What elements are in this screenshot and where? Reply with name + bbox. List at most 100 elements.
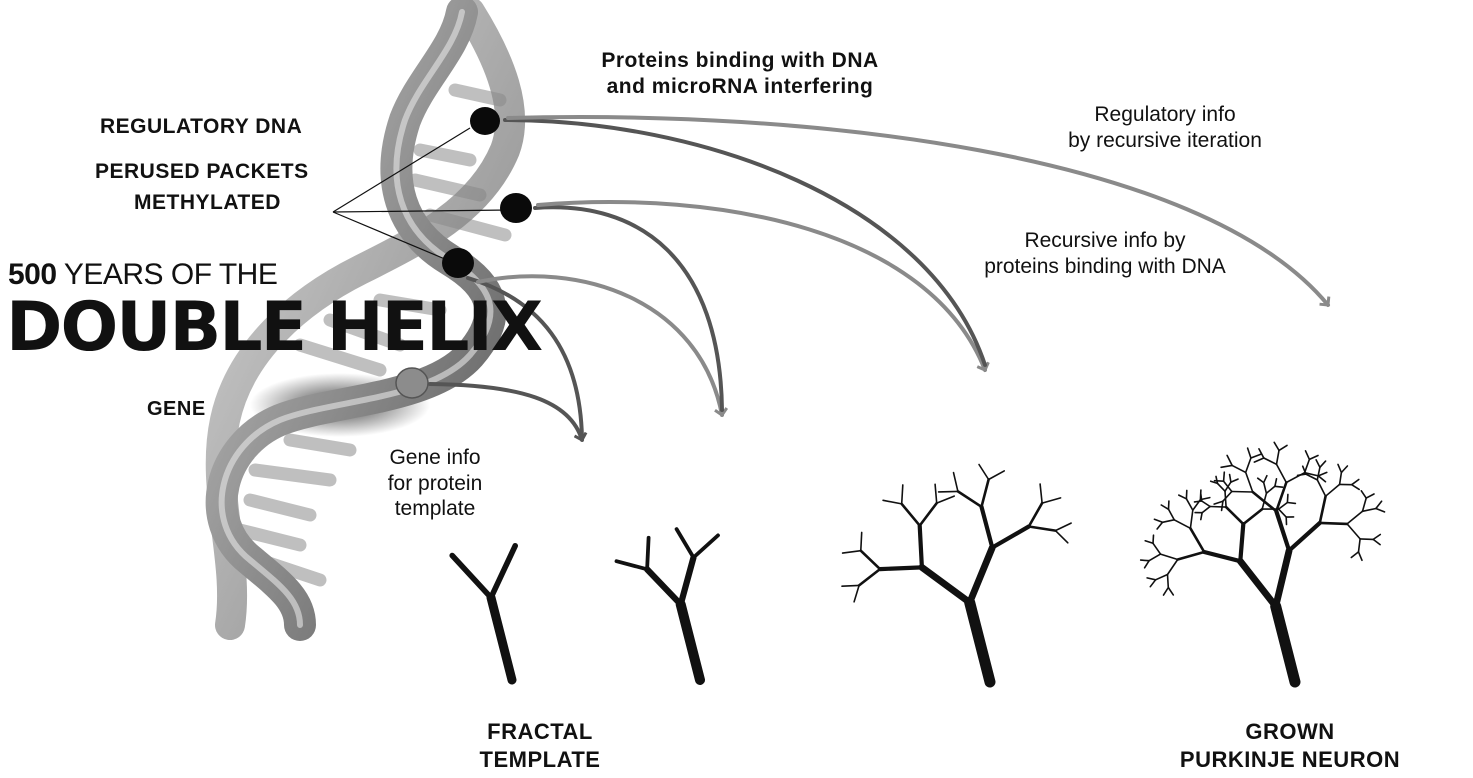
tree-branch — [1226, 507, 1243, 524]
tree-branch — [1276, 606, 1295, 682]
tree-branch — [1341, 466, 1347, 473]
tree-branch — [1178, 552, 1205, 560]
tree-branch — [1190, 528, 1204, 552]
tree-branch — [1347, 511, 1362, 524]
tree-branch — [1186, 499, 1192, 510]
tree-branch — [1363, 498, 1367, 511]
grown-purkinje-neuron-tree — [1141, 442, 1385, 682]
tree-branch — [1359, 539, 1361, 552]
tree-branch — [677, 529, 694, 557]
tree-branch — [1222, 501, 1223, 510]
fractal-tree-level-3 — [842, 465, 1071, 683]
tree-branch — [1275, 479, 1277, 487]
label-proteins-binding: Proteins binding with DNA and microRNA i… — [560, 48, 920, 101]
tree-branch — [1277, 464, 1287, 482]
tree-branch — [954, 473, 958, 492]
tree-branch — [491, 598, 512, 680]
regulatory-dna-marker — [470, 107, 500, 135]
tree-branch — [1259, 449, 1264, 458]
methylated-marker-lower — [442, 248, 474, 278]
tree-branch — [1169, 509, 1175, 520]
tree-branch — [1376, 509, 1385, 512]
tree-branch — [1246, 458, 1251, 472]
tree-branch — [1227, 455, 1232, 465]
title-main: DOUBLE HELIX — [6, 288, 541, 367]
tree-branch — [1204, 552, 1240, 561]
tree-branch — [1251, 454, 1261, 458]
arrow-gene-to-fractal — [430, 384, 582, 440]
tree-branch — [861, 551, 880, 569]
tree-branch — [1240, 561, 1275, 606]
tree-branch — [1318, 476, 1325, 482]
tree-branch — [1210, 507, 1226, 508]
tree-branch — [1376, 501, 1382, 508]
tree-branch — [1320, 523, 1347, 524]
tree-branch — [1179, 495, 1187, 499]
tree-branch — [843, 551, 861, 553]
tree-branch — [681, 558, 694, 605]
tree-branch — [854, 585, 859, 601]
tree-branch — [935, 484, 937, 503]
tree-branch — [1340, 473, 1342, 485]
label-gene-info-line3: template — [360, 496, 510, 522]
tree-branch — [694, 535, 719, 557]
title-rest: YEARS OF THE — [57, 258, 278, 291]
label-recursive-info-line1: Recursive info by — [955, 228, 1255, 254]
tree-branch — [970, 548, 993, 603]
label-fractal-template: FRACTAL TEMPLATE — [450, 718, 630, 773]
tree-branch — [1266, 486, 1275, 493]
tree-branch — [1218, 483, 1226, 491]
tree-branch — [1243, 509, 1262, 524]
tree-branch — [1289, 523, 1320, 551]
tree-branch — [1153, 543, 1161, 554]
tree-branch — [1287, 503, 1295, 504]
tree-branch — [1214, 501, 1223, 504]
tree-branch — [902, 504, 920, 526]
tree-branch — [1326, 484, 1340, 496]
tree-branch — [1316, 460, 1320, 468]
tree-branch — [861, 532, 862, 550]
tree-branch — [1153, 535, 1154, 543]
tree-branch — [1274, 442, 1279, 450]
tree-branch — [1298, 474, 1306, 475]
tree-branch — [1202, 501, 1210, 507]
tree-branch — [1317, 480, 1325, 496]
tree-branch — [1042, 498, 1061, 503]
tree-branch — [1373, 535, 1380, 540]
tree-branch — [922, 567, 970, 602]
tree-branch — [842, 585, 859, 586]
tree-branch — [1352, 480, 1359, 485]
tree-branch — [1246, 472, 1253, 492]
arrow-node2-to-tree2 — [535, 207, 722, 410]
tree-branch — [1163, 520, 1175, 523]
tree-branch — [1156, 575, 1168, 580]
tree-branch — [1240, 524, 1243, 561]
title-number: 500 — [8, 258, 57, 291]
tree-branch — [1347, 524, 1360, 539]
tree-branch — [989, 471, 1005, 480]
tree-branch — [1145, 541, 1153, 544]
tree-branch — [1195, 501, 1202, 502]
tree-branch — [958, 491, 982, 506]
tree-branch — [1264, 476, 1267, 483]
label-grown-line2: PURKINJE NEURON — [1150, 746, 1430, 774]
tree-branch — [1174, 520, 1190, 529]
tree-branch — [1318, 472, 1327, 476]
tree-branch — [1338, 464, 1341, 472]
label-proteins-binding-line1: Proteins binding with DNA — [560, 48, 920, 74]
tree-branch — [1351, 552, 1358, 558]
helix-rung — [255, 470, 330, 480]
title-subline: 500 YEARS OF THE — [8, 258, 277, 292]
tree-branch — [1276, 551, 1289, 607]
tree-branch — [1363, 509, 1376, 512]
tree-branch — [1366, 494, 1374, 498]
tree-branch — [1373, 539, 1380, 544]
tree-branch — [1264, 458, 1277, 464]
tree-branch — [1361, 491, 1366, 498]
label-grown-line1: GROWN — [1150, 718, 1430, 746]
tree-branch — [920, 526, 922, 568]
label-proteins-binding-line2: and microRNA interfering — [560, 74, 920, 100]
tree-branch — [1277, 450, 1280, 464]
tree-branch — [491, 546, 515, 598]
